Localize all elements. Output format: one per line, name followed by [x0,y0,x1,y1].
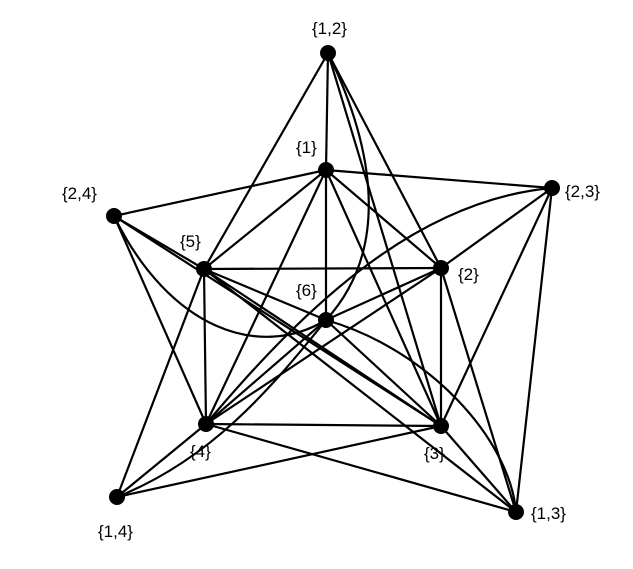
vertex-label-v14: {1,4} [98,522,133,541]
edge-v24-v3 [112,214,443,428]
edge-v13-v3 [439,424,518,514]
vertex-label-v5: {5} [180,232,201,251]
vertex-v14 [109,489,125,505]
vertex-label-v13: {1,3} [531,504,566,523]
edge-v12-v5 [202,51,330,271]
vertex-label-v3: {3} [424,444,445,463]
edge-v1-v3 [324,168,443,428]
vertex-v12 [320,45,336,61]
vertex-v24 [106,208,122,224]
edge-v1-v4 [204,168,328,426]
vertex-v2 [433,260,449,276]
edge-v12-v6 [324,51,370,322]
edge-v12-v3 [326,51,443,428]
edge-v24-v4 [112,214,208,426]
edge-v14-v3 [115,424,443,499]
vertex-v23 [544,180,560,196]
vertex-label-v24: {2,4} [62,184,97,203]
edge-v3-v4 [204,422,443,428]
vertex-v1 [318,162,334,178]
edge-v12-v1 [324,51,330,172]
vertex-label-v4: {4} [190,442,211,461]
vertex-label-v12: {1,2} [312,19,347,38]
edge-v13-v2 [439,266,518,514]
vertex-v6 [318,312,334,328]
label-layer: {1} {2} {3} {4} {5} {6} {1,2} {1,3} {1,4} {2,3} {2… [62,19,600,541]
edge-v4-v6 [204,318,328,426]
edge-v23-v4 [204,186,554,426]
edge-layer [112,51,554,514]
edge-v1-v5 [202,168,328,271]
vertex-layer [106,45,560,520]
edge-v13-v4 [204,422,518,514]
vertex-label-v6: {6} [296,281,317,300]
edge-v2-v5 [202,266,443,271]
vertex-v4 [198,416,214,432]
vertex-label-v2: {2} [458,265,479,284]
edge-v24-v6 [112,214,328,338]
vertex-v13 [508,504,524,520]
edge-v14-v4 [115,422,208,499]
edge-v5-v6 [202,267,328,322]
edge-v13-v5 [202,267,518,514]
edge-v3-v6 [324,318,443,428]
edge-v24-v1 [112,168,328,218]
edge-v23-v1 [324,168,554,190]
edge-v4-v5 [202,267,208,426]
edge-v13-v6 [324,318,518,514]
edge-v23-v2 [439,186,554,270]
vertex-label-v23: {2,3} [565,182,600,201]
vertex-label-v1: {1} [296,138,317,157]
vertex-v5 [196,261,212,277]
edge-v23-v13 [514,186,554,514]
edge-v1-v2 [324,168,443,270]
edge-v12-v2 [326,51,443,270]
edge-v23-v3 [439,186,554,428]
edge-v14-v5 [115,267,206,499]
vertex-v3 [433,418,449,434]
edge-v2-v6 [324,266,443,322]
